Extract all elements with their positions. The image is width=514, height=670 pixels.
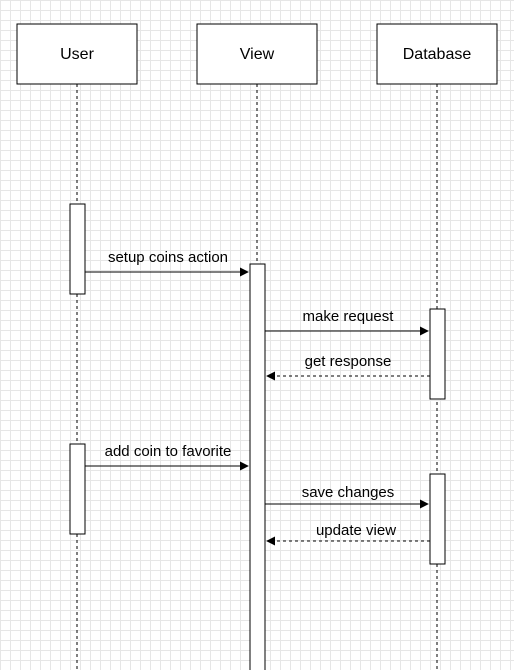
message-add-coin-to-favorite[interactable]: add coin to favorite	[85, 443, 249, 471]
message-make-request[interactable]: make request	[265, 308, 429, 336]
participant-label: View	[240, 46, 275, 63]
participant-view[interactable]: View	[196, 23, 318, 85]
activation-database-2[interactable]	[429, 473, 446, 565]
activation-database-1[interactable]	[429, 308, 446, 400]
activation-user-1[interactable]	[69, 203, 86, 295]
message-label: get response	[305, 353, 392, 370]
message-label: update view	[316, 522, 396, 539]
participant-label: Database	[403, 46, 472, 63]
message-label: setup coins action	[108, 249, 228, 266]
message-get-response[interactable]: get response	[266, 353, 430, 381]
activation-view[interactable]	[249, 263, 266, 670]
participant-box	[376, 23, 498, 85]
message-setup-coins-action[interactable]: setup coins action	[85, 249, 249, 277]
participant-box	[16, 23, 138, 85]
participant-box	[196, 23, 318, 85]
participant-user[interactable]: User	[16, 23, 138, 85]
participant-label: User	[60, 46, 94, 63]
participant-database[interactable]: Database	[376, 23, 498, 85]
activation-user-2[interactable]	[69, 443, 86, 535]
message-label: save changes	[302, 484, 395, 501]
message-update-view[interactable]: update view	[266, 522, 430, 546]
message-label: make request	[303, 308, 395, 325]
message-label: add coin to favorite	[105, 443, 232, 460]
message-save-changes[interactable]: save changes	[265, 484, 429, 509]
